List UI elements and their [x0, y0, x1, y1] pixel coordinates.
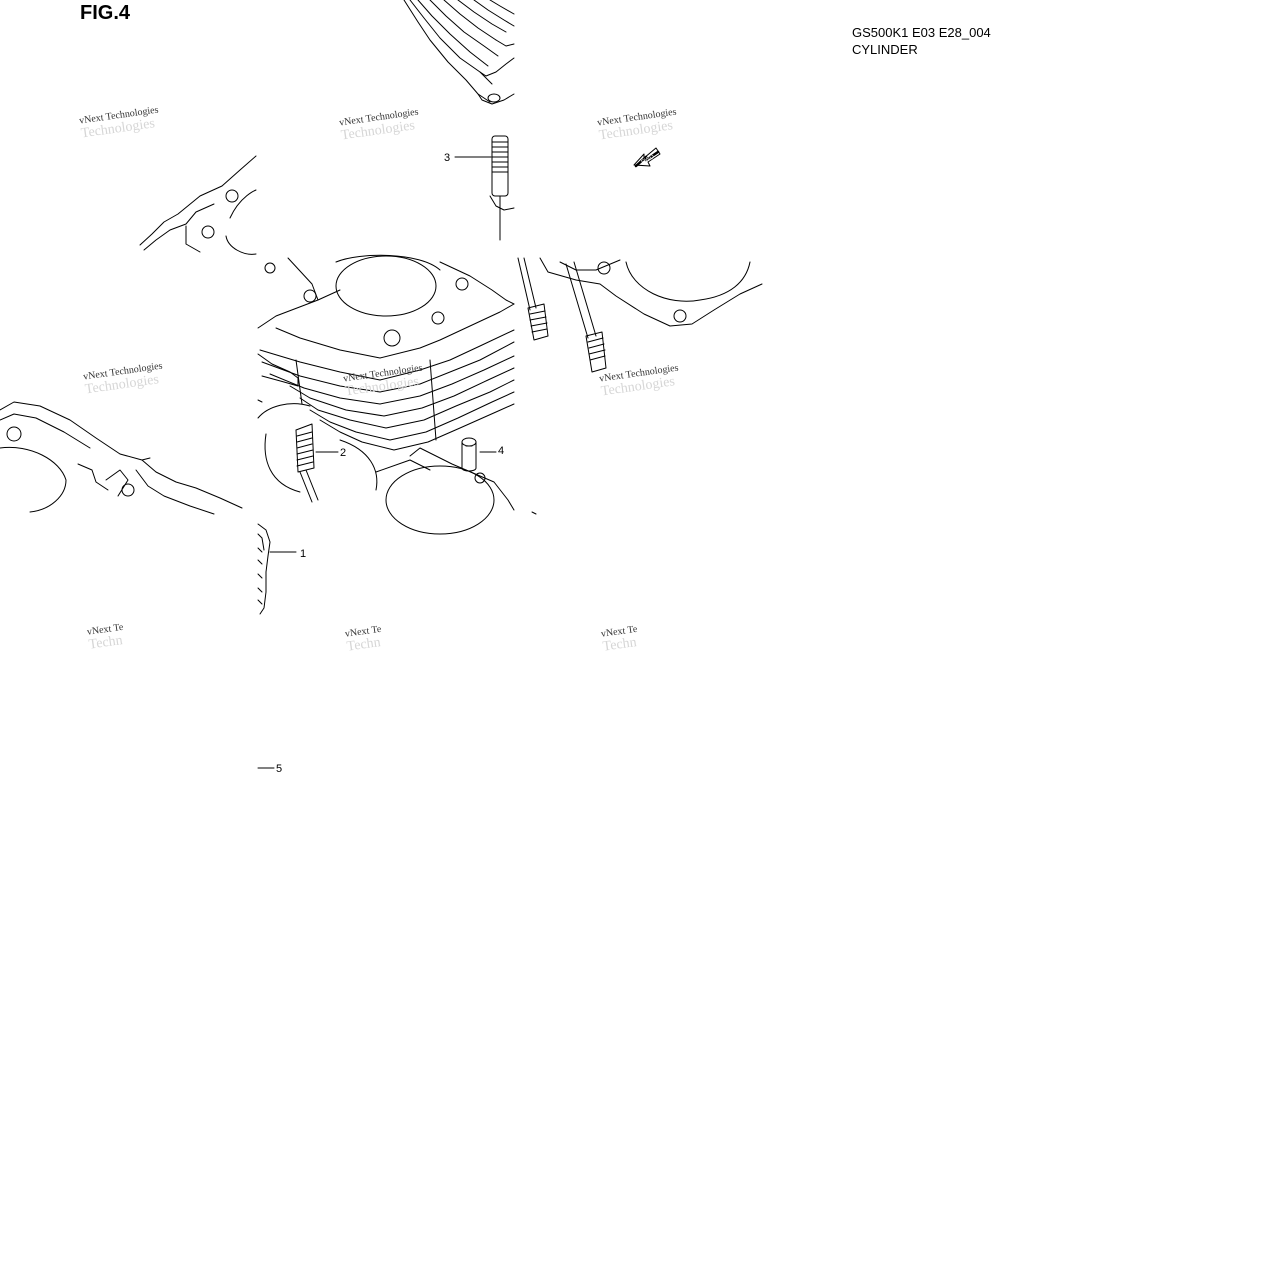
fwd-arrow-icon: [633, 147, 661, 168]
tile-gasket-upper-left: [139, 155, 257, 255]
section-title: CYLINDER: [852, 42, 918, 57]
tile-cylinder-fins-1: [257, 523, 297, 615]
callout-3: 3: [444, 152, 450, 164]
callout-5: 5: [276, 763, 282, 775]
callout-2: 2: [340, 447, 346, 459]
callout-4: 4: [498, 445, 504, 457]
tile-cylinder-block: [257, 254, 515, 451]
stud-bolt-3: [454, 135, 515, 241]
tile-head-fins: [403, 0, 515, 105]
diagram-fragment: [531, 511, 537, 515]
model-code: GS500K1 E03 E28_004: [852, 25, 991, 40]
tile-gasket-lower-left: [0, 401, 243, 515]
stud-bolt-2: [264, 423, 515, 535]
tile-studs-gasket-right: [517, 257, 763, 373]
dowel-pin-4: [461, 437, 497, 472]
callout-1: 1: [300, 548, 306, 560]
figure-label: FIG.4: [80, 2, 131, 24]
